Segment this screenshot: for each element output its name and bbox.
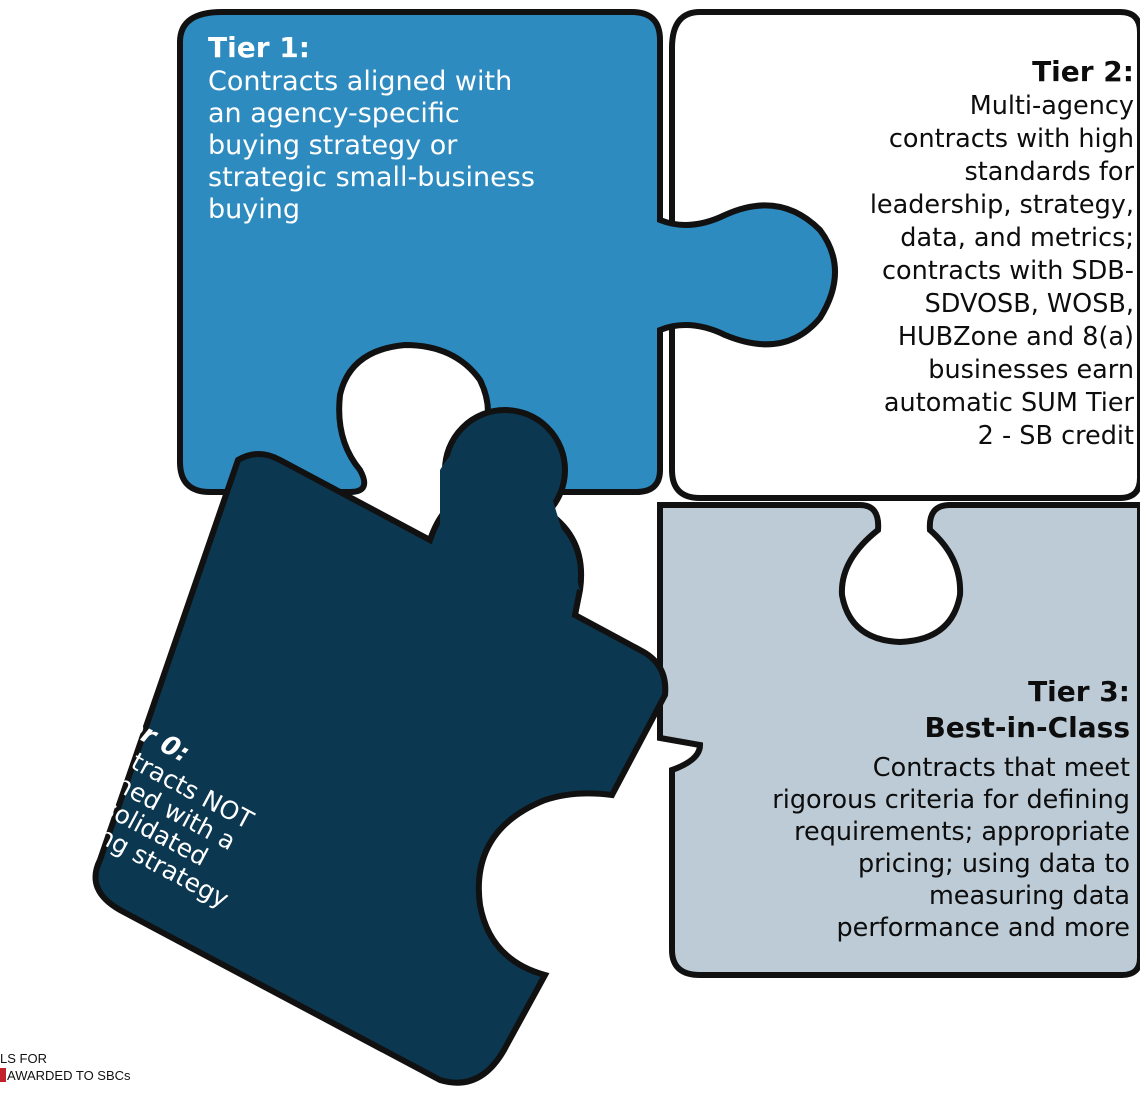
tier-2-line: automatic SUM Tier (883, 388, 1134, 418)
tier-2-piece (669, 8, 1140, 501)
tier-1-line: Contracts aligned with (208, 66, 513, 97)
tier-3-piece (657, 502, 1140, 978)
footer-caption: LS FOR AWARDED TO SBCs (0, 1050, 131, 1084)
tier-3-line: performance and more (836, 913, 1130, 943)
tier-2-line: contracts with high (888, 124, 1134, 154)
footer-line-2-wrap: AWARDED TO SBCs (0, 1067, 131, 1084)
tier-3-line: Contracts that meet (872, 753, 1130, 783)
tier-2-line: data, and metrics; (900, 223, 1134, 253)
tier-3-line: pricing; using data to (857, 849, 1130, 879)
tier-2-line: HUBZone and 8(a) (897, 322, 1134, 352)
tier-3-title: Tier 3: (1028, 675, 1130, 708)
tier-1-line: buying strategy or (208, 130, 458, 161)
tier-3-subtitle: Best-in-Class (924, 711, 1130, 744)
tier-2-line: businesses earn (928, 355, 1134, 385)
tier-0-piece (92, 407, 669, 1086)
tier-2-line: 2 - SB credit (977, 421, 1134, 451)
tier-1-line: strategic small-business (208, 162, 535, 193)
tier-3-line: rigorous criteria for defining (772, 785, 1130, 815)
tier-2-line: standards for (964, 157, 1134, 187)
tier-2-title: Tier 2: (1032, 55, 1134, 88)
tier-2-line: contracts with SDB- (881, 256, 1134, 286)
footer-line-1: LS FOR (0, 1051, 47, 1066)
tier-3-text: Tier 3: Best-in-Class Contracts that mee… (710, 674, 1130, 944)
tier-2-line: SDVOSB, WOSB, (924, 289, 1134, 319)
tier-2-line: Multi-agency (969, 91, 1134, 121)
tier-2-description: Multi-agency contracts with high standar… (834, 90, 1134, 453)
tier-1-text: Tier 1: Contracts aligned with an agency… (208, 34, 568, 226)
tier-1-description: Contracts aligned with an agency-specifi… (208, 66, 568, 226)
tier-2-line: leadership, strategy, (869, 190, 1134, 220)
tier-2-text: Tier 2: Multi-agency contracts with high… (834, 58, 1134, 453)
tier-1-line: buying (208, 194, 300, 225)
tier-1-line: an agency-specific (208, 98, 460, 129)
tier-3-line: requirements; appropriate (794, 817, 1130, 847)
tier-3-line: measuring data (928, 881, 1130, 911)
tier-3-description: Contracts that meet rigorous criteria fo… (710, 752, 1130, 944)
red-marker-icon (0, 1068, 6, 1082)
tier-1-title: Tier 1: (208, 31, 310, 64)
footer-line-2: AWARDED TO SBCs (7, 1068, 131, 1083)
